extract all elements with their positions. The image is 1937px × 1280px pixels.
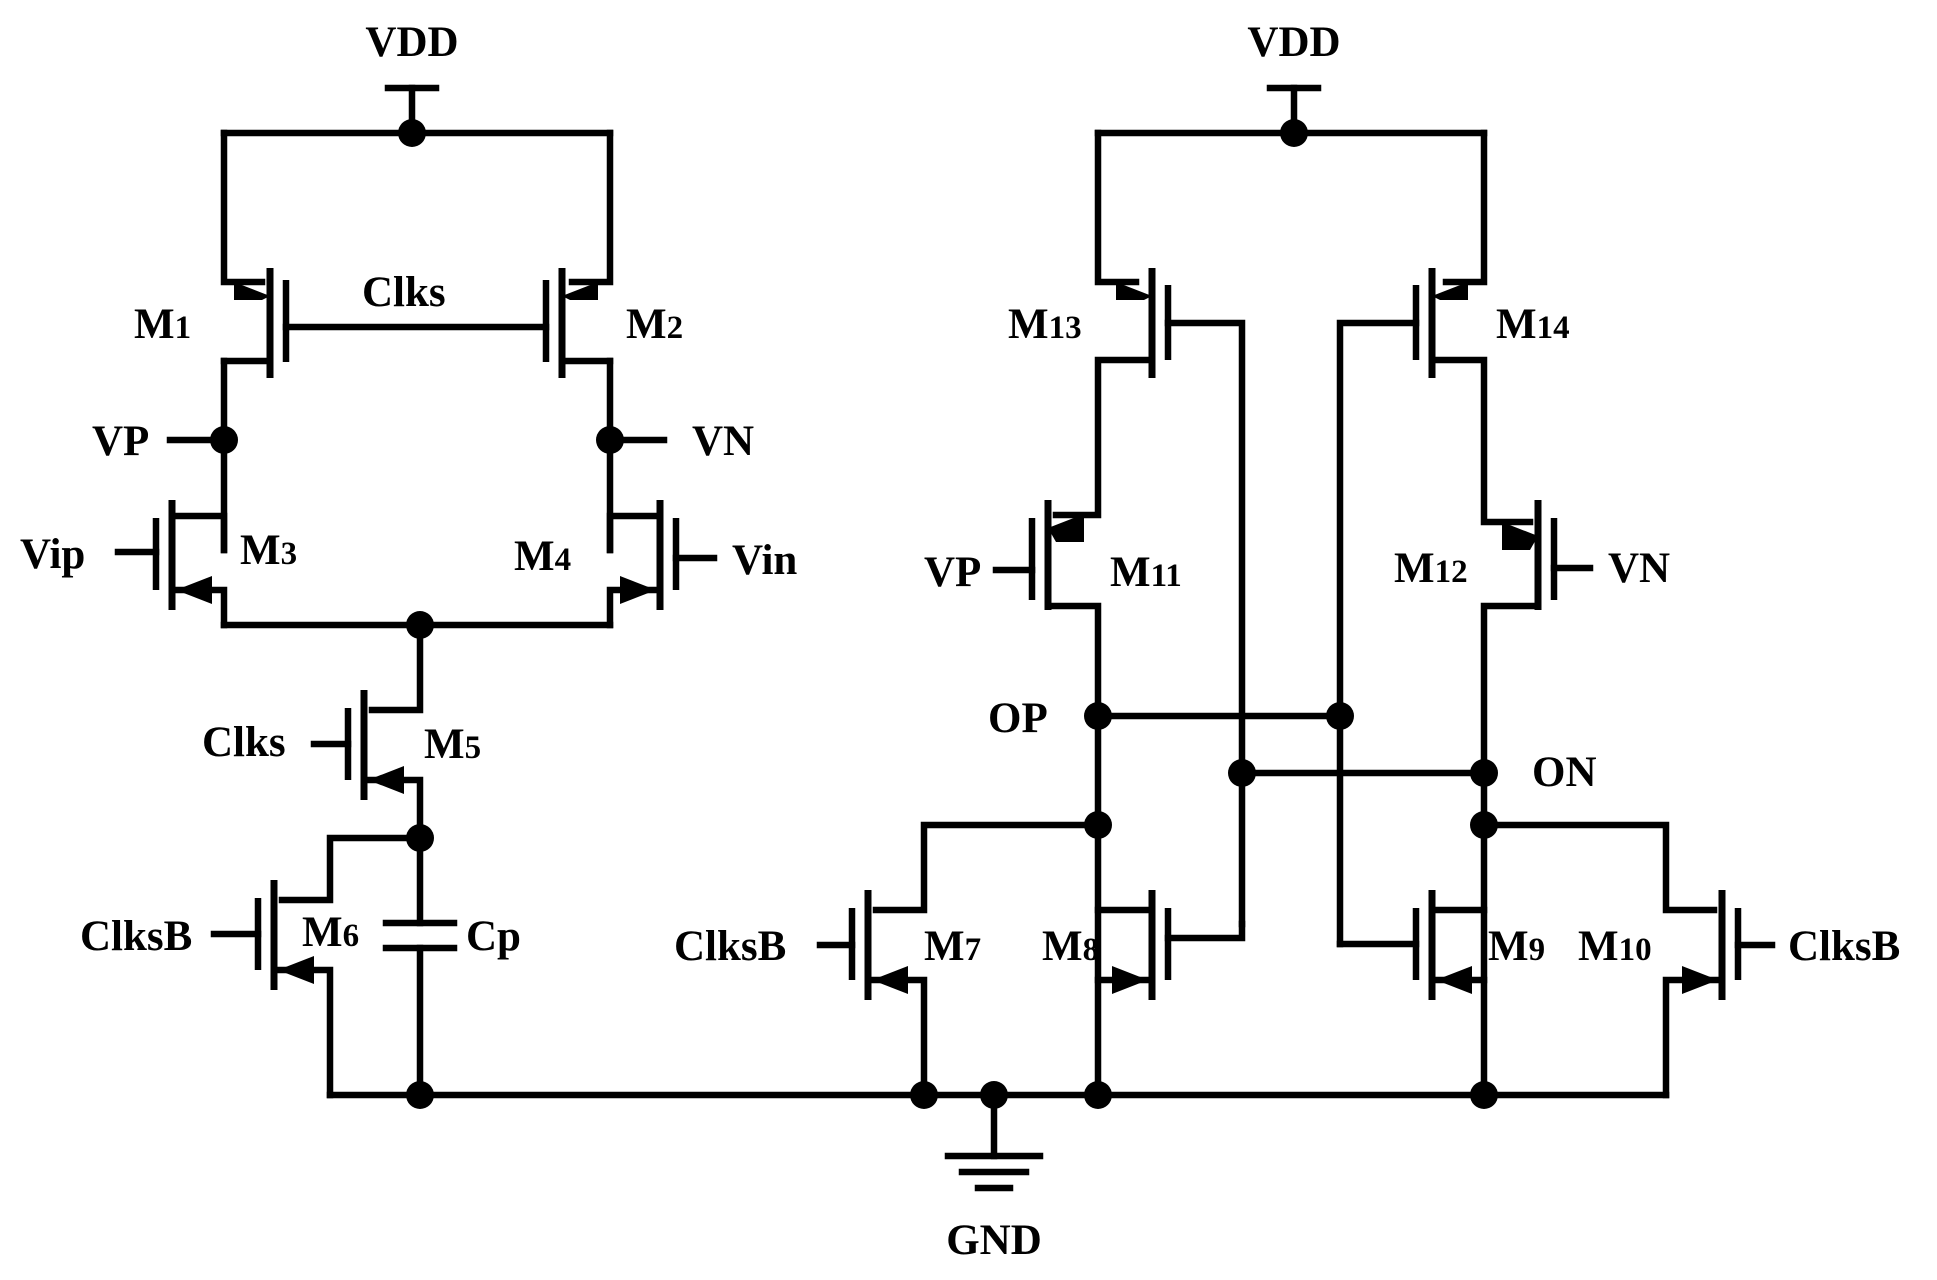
vn-node-label: VN	[692, 418, 754, 465]
ground-rail	[326, 1081, 1670, 1160]
m13-label: M13	[1008, 301, 1082, 348]
m14-label: M14	[1496, 301, 1570, 348]
transistor-m4	[606, 500, 718, 629]
m5-label: M5	[424, 721, 481, 768]
vdd-label-right: VDD	[1247, 19, 1340, 66]
preamp-circuit	[114, 84, 718, 1099]
m6-label: M6	[302, 909, 359, 956]
cross-coupled-wires	[1084, 702, 1498, 787]
transistor-m8	[1094, 890, 1246, 1000]
transistor-m11	[992, 500, 1102, 1099]
ground-symbol	[944, 1152, 1044, 1192]
cp-label: Cp	[466, 913, 521, 960]
m3-label: M3	[240, 527, 297, 574]
reset-wires	[872, 811, 1718, 914]
transistor-m12	[1480, 500, 1594, 1099]
vdd-label-left: VDD	[365, 19, 458, 66]
m10-label: M10	[1578, 923, 1652, 970]
m2-label: M2	[626, 301, 683, 348]
transistor-m5	[310, 621, 434, 852]
vip-label: Vip	[20, 531, 85, 578]
m9-label: M9	[1488, 923, 1545, 970]
vp-vn-nodes	[166, 357, 668, 554]
transistor-m2	[542, 268, 614, 378]
clksb-label-m7: ClksB	[674, 923, 786, 970]
m8-label: M8	[1042, 923, 1099, 970]
transistor-m14	[1336, 268, 1534, 948]
vn-input-label-m12: VN	[1608, 545, 1670, 592]
vp-node-label: VP	[92, 418, 149, 465]
transistor-m10	[1662, 890, 1776, 1099]
m1-label: M1	[134, 301, 191, 348]
transistor-m1	[220, 268, 290, 378]
vp-input-label-m11: VP	[924, 549, 981, 596]
vdd-supply-left	[220, 84, 614, 286]
clks-label-top: Clks	[362, 269, 446, 316]
gnd-label: GND	[946, 1217, 1042, 1264]
m11-label: M11	[1110, 549, 1182, 596]
m7-label: M7	[924, 923, 981, 970]
transistor-m9	[1336, 890, 1488, 1000]
capacitor-cp	[382, 834, 458, 1099]
transistor-m6	[210, 834, 424, 1099]
transistor-m7	[816, 890, 928, 1099]
vdd-supply-right	[1094, 84, 1488, 286]
transistor-m13	[1052, 268, 1246, 928]
clks-label-m5: Clks	[202, 719, 286, 766]
clksb-label-m10: ClksB	[1788, 923, 1900, 970]
latch-circuit	[816, 84, 1776, 1099]
op-label: OP	[988, 695, 1048, 742]
m12-label: M12	[1394, 545, 1468, 592]
clksb-label-m6: ClksB	[80, 913, 192, 960]
transistor-m3	[114, 500, 228, 629]
on-label: ON	[1532, 749, 1597, 796]
vin-label: Vin	[732, 537, 797, 584]
m4-label: M4	[514, 533, 571, 580]
